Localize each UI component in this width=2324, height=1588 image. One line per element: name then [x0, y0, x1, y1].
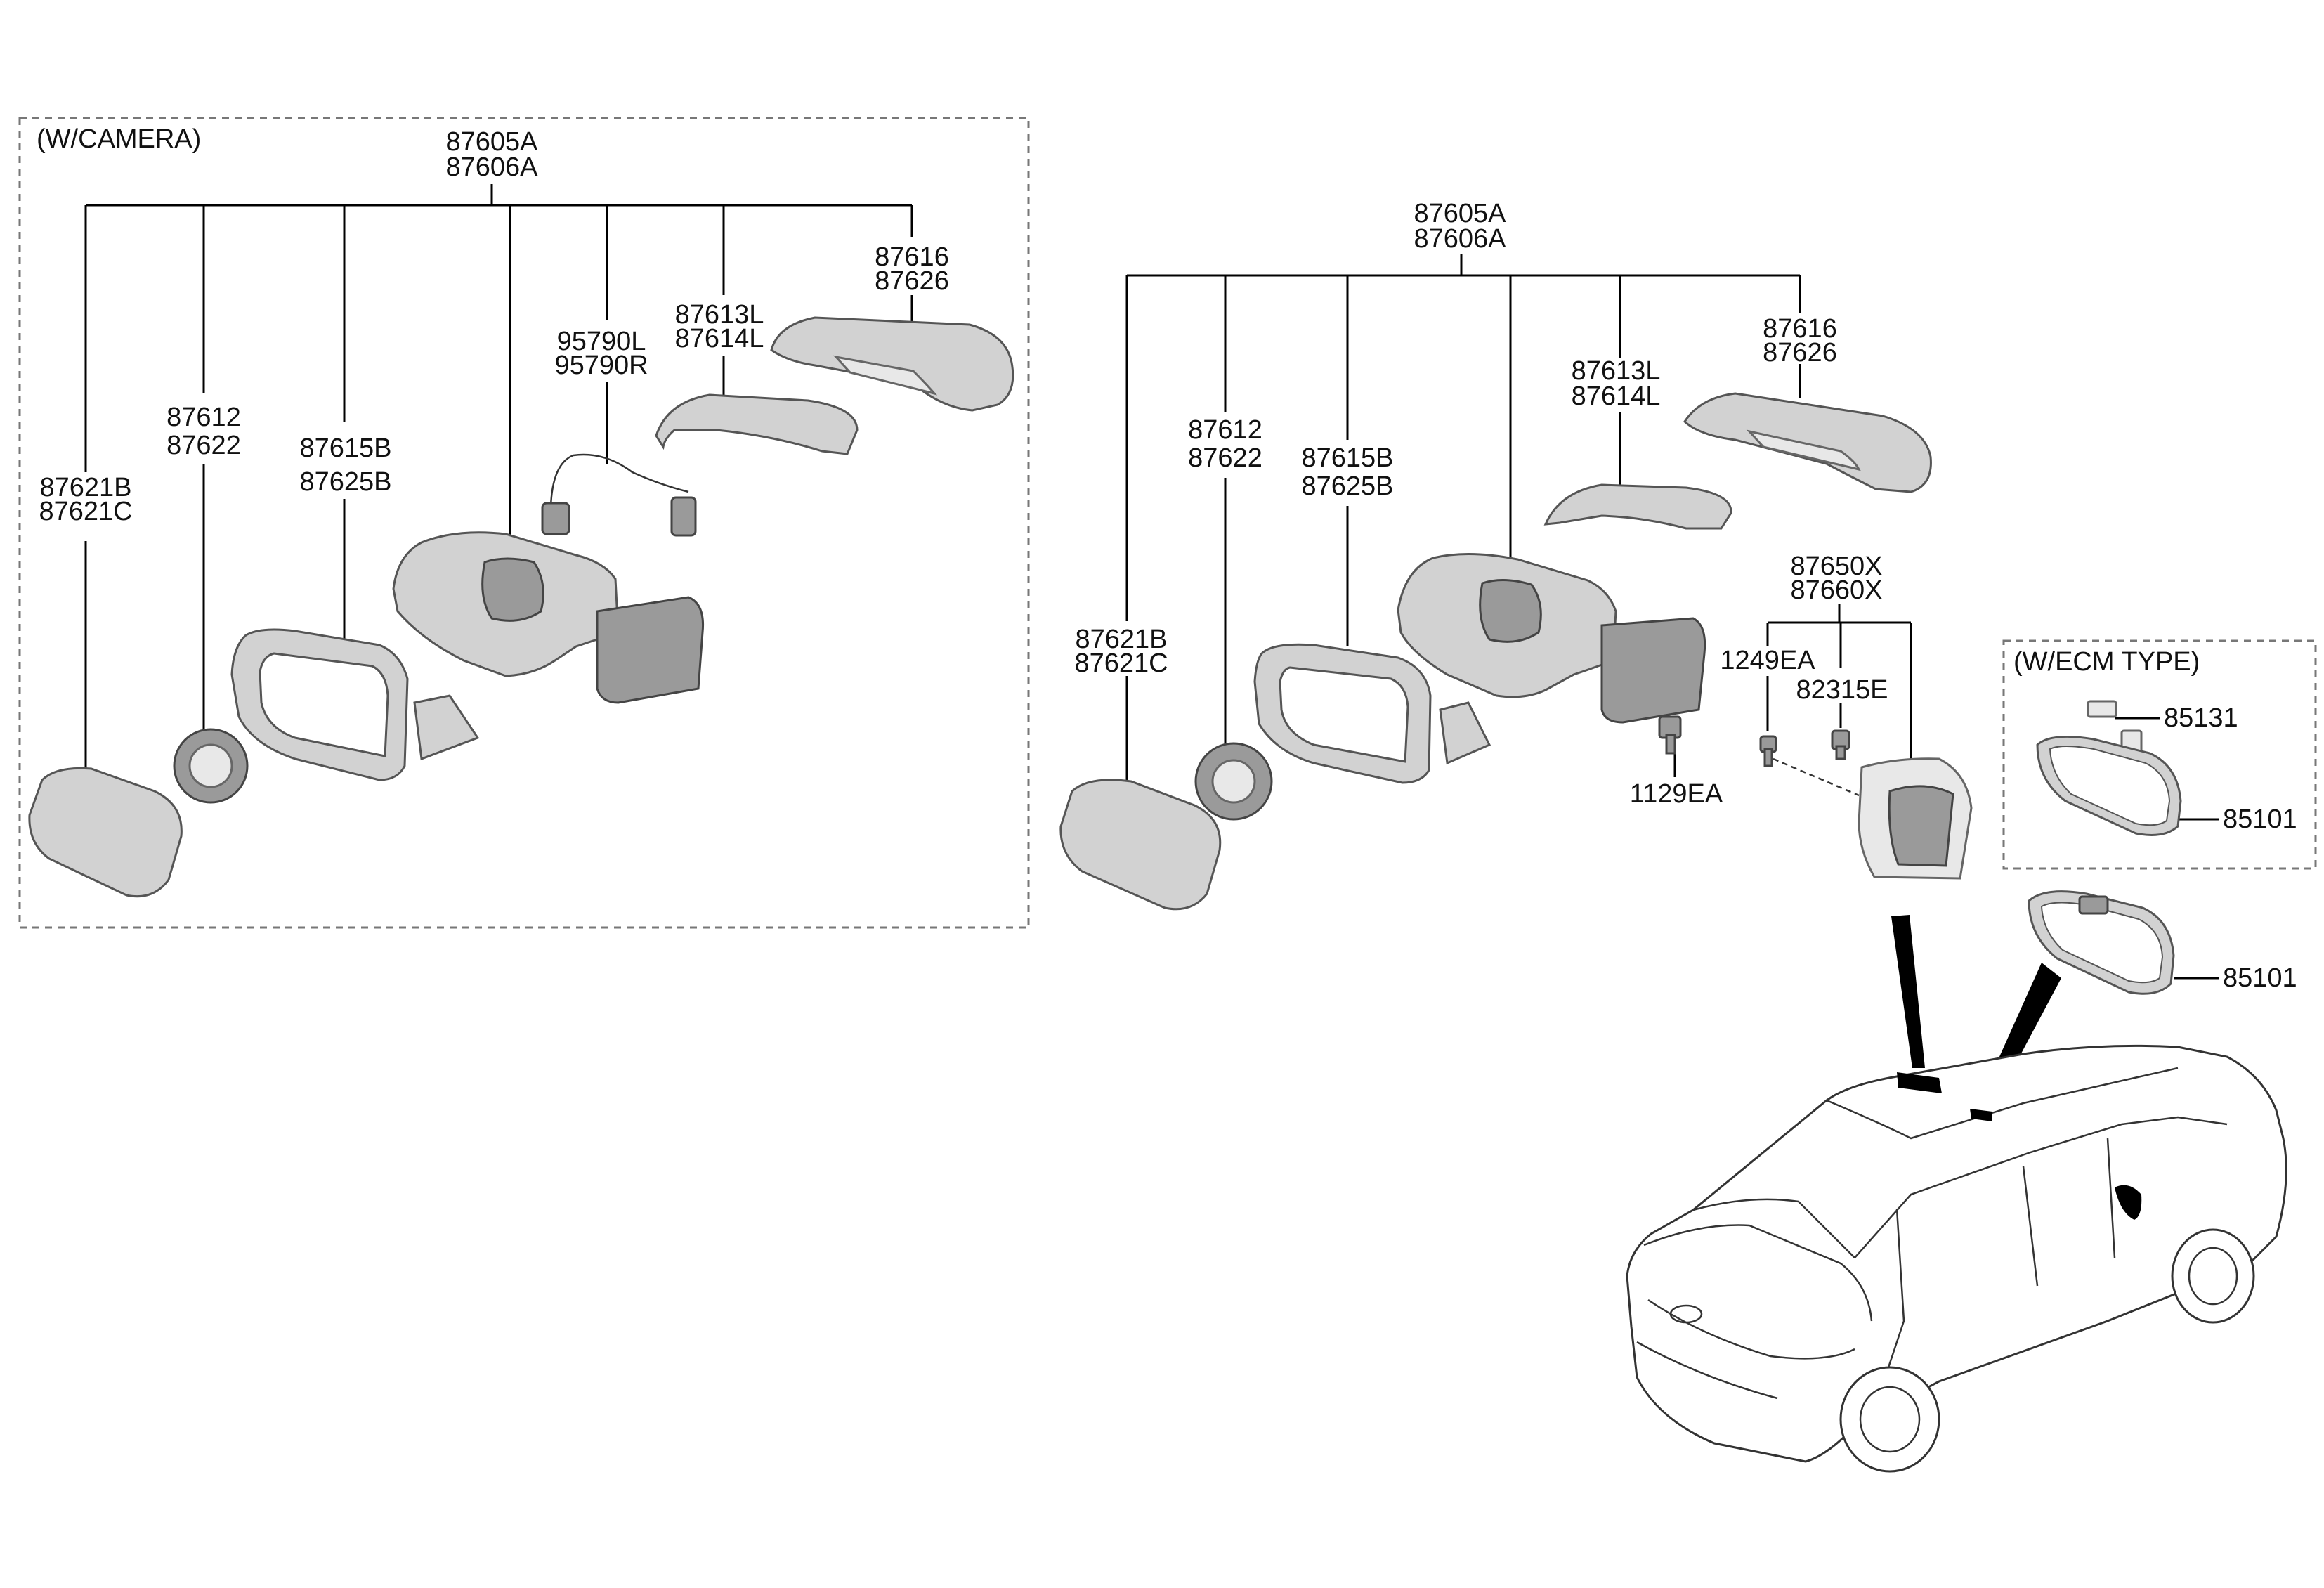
clip-part	[1831, 729, 1850, 760]
vehicle-illustration	[1626, 1044, 2287, 1473]
callout-87616: 87616	[875, 242, 949, 272]
camera-group-box	[18, 117, 1030, 929]
callout-87614L: 87614L	[1572, 382, 1661, 411]
callout-87622: 87622	[167, 431, 241, 460]
screw-part	[1658, 715, 1682, 755]
ecm-group: (W/ECM TYPE) 85131 85101	[2002, 639, 2317, 870]
callout-87621C: 87621C	[39, 497, 132, 526]
callout-1249EA: 1249EA	[1720, 646, 1815, 675]
callout-85101: 85101	[2223, 963, 2297, 993]
callout-87613L: 87613L	[675, 300, 764, 330]
callout-85131: 85131	[2164, 703, 2238, 733]
camera-group-title: (W/CAMERA)	[37, 124, 201, 154]
callout-87621B: 87621B	[39, 473, 131, 502]
callout-87613L: 87613L	[1572, 356, 1661, 386]
callout-87605A: 87605A	[445, 127, 538, 157]
outside-mirror-marker	[2115, 1185, 2142, 1220]
callout-87621C: 87621C	[1074, 649, 1168, 678]
housing-frame-part	[230, 628, 480, 781]
callout-87626: 87626	[875, 266, 949, 296]
mirror-cover-housing-part	[1858, 757, 1973, 880]
mirror-cover-part	[1683, 392, 1932, 493]
mirror-housing-part	[1397, 553, 1706, 724]
callout-87625B: 87625B	[1301, 471, 1393, 501]
inside-mirror-part	[2028, 890, 2175, 995]
screw-part	[1759, 735, 1860, 797]
mirror-glass-part	[1059, 779, 1222, 911]
actuator-part	[1194, 742, 1273, 821]
camera-group: (W/CAMERA) 87605A 87606A 87616 87626 876…	[18, 117, 1030, 929]
ecm-mirror-part	[2036, 735, 2182, 836]
callout-87616: 87616	[1763, 314, 1837, 344]
callout-87605A: 87605A	[1414, 199, 1506, 228]
pointer-arrow	[1891, 915, 1925, 1068]
callout-87612: 87612	[167, 403, 241, 432]
mirror-glass-part	[28, 767, 183, 898]
mirror-scalp-part	[1543, 483, 1732, 530]
callout-85101: 85101	[2223, 805, 2297, 834]
callout-87625B: 87625B	[299, 467, 391, 497]
ecm-group-title: (W/ECM TYPE)	[2013, 647, 2200, 677]
housing-frame-part	[1253, 643, 1491, 784]
callout-87614L: 87614L	[675, 324, 764, 353]
ecm-group-box	[2002, 639, 2317, 870]
callout-87650X: 87650X	[1790, 552, 1882, 581]
inside-mirror-marker	[1970, 1109, 1992, 1121]
callout-87622: 87622	[1188, 443, 1262, 473]
mirror-cover-part	[770, 316, 1014, 412]
mirror-scalp-part	[655, 393, 859, 455]
callout-95790L: 95790L	[557, 327, 646, 356]
callout-87606A: 87606A	[445, 152, 538, 182]
callout-87626: 87626	[1763, 338, 1837, 367]
callout-87606A: 87606A	[1414, 224, 1506, 254]
callout-87612: 87612	[1188, 415, 1262, 445]
callout-1129EA: 1129EA	[1630, 779, 1723, 809]
callout-87660X: 87660X	[1790, 575, 1882, 605]
standard-group: 87605A 87606A 87616 87626 87613L 87614L …	[1059, 199, 1932, 911]
callout-95790R: 95790R	[554, 351, 648, 380]
mirror-housing-part	[392, 531, 705, 704]
actuator-part	[173, 728, 249, 804]
callout-82315E: 82315E	[1796, 675, 1888, 705]
callout-87615B: 87615B	[1301, 443, 1393, 473]
camera-part	[541, 453, 697, 537]
mirror-cover-marker	[1897, 1072, 1942, 1093]
inside-mirror-cover-group: 87650X 87660X 1249EA 82315E	[1720, 552, 1973, 1068]
callout-87615B: 87615B	[299, 434, 391, 463]
callout-87621B: 87621B	[1075, 625, 1167, 654]
